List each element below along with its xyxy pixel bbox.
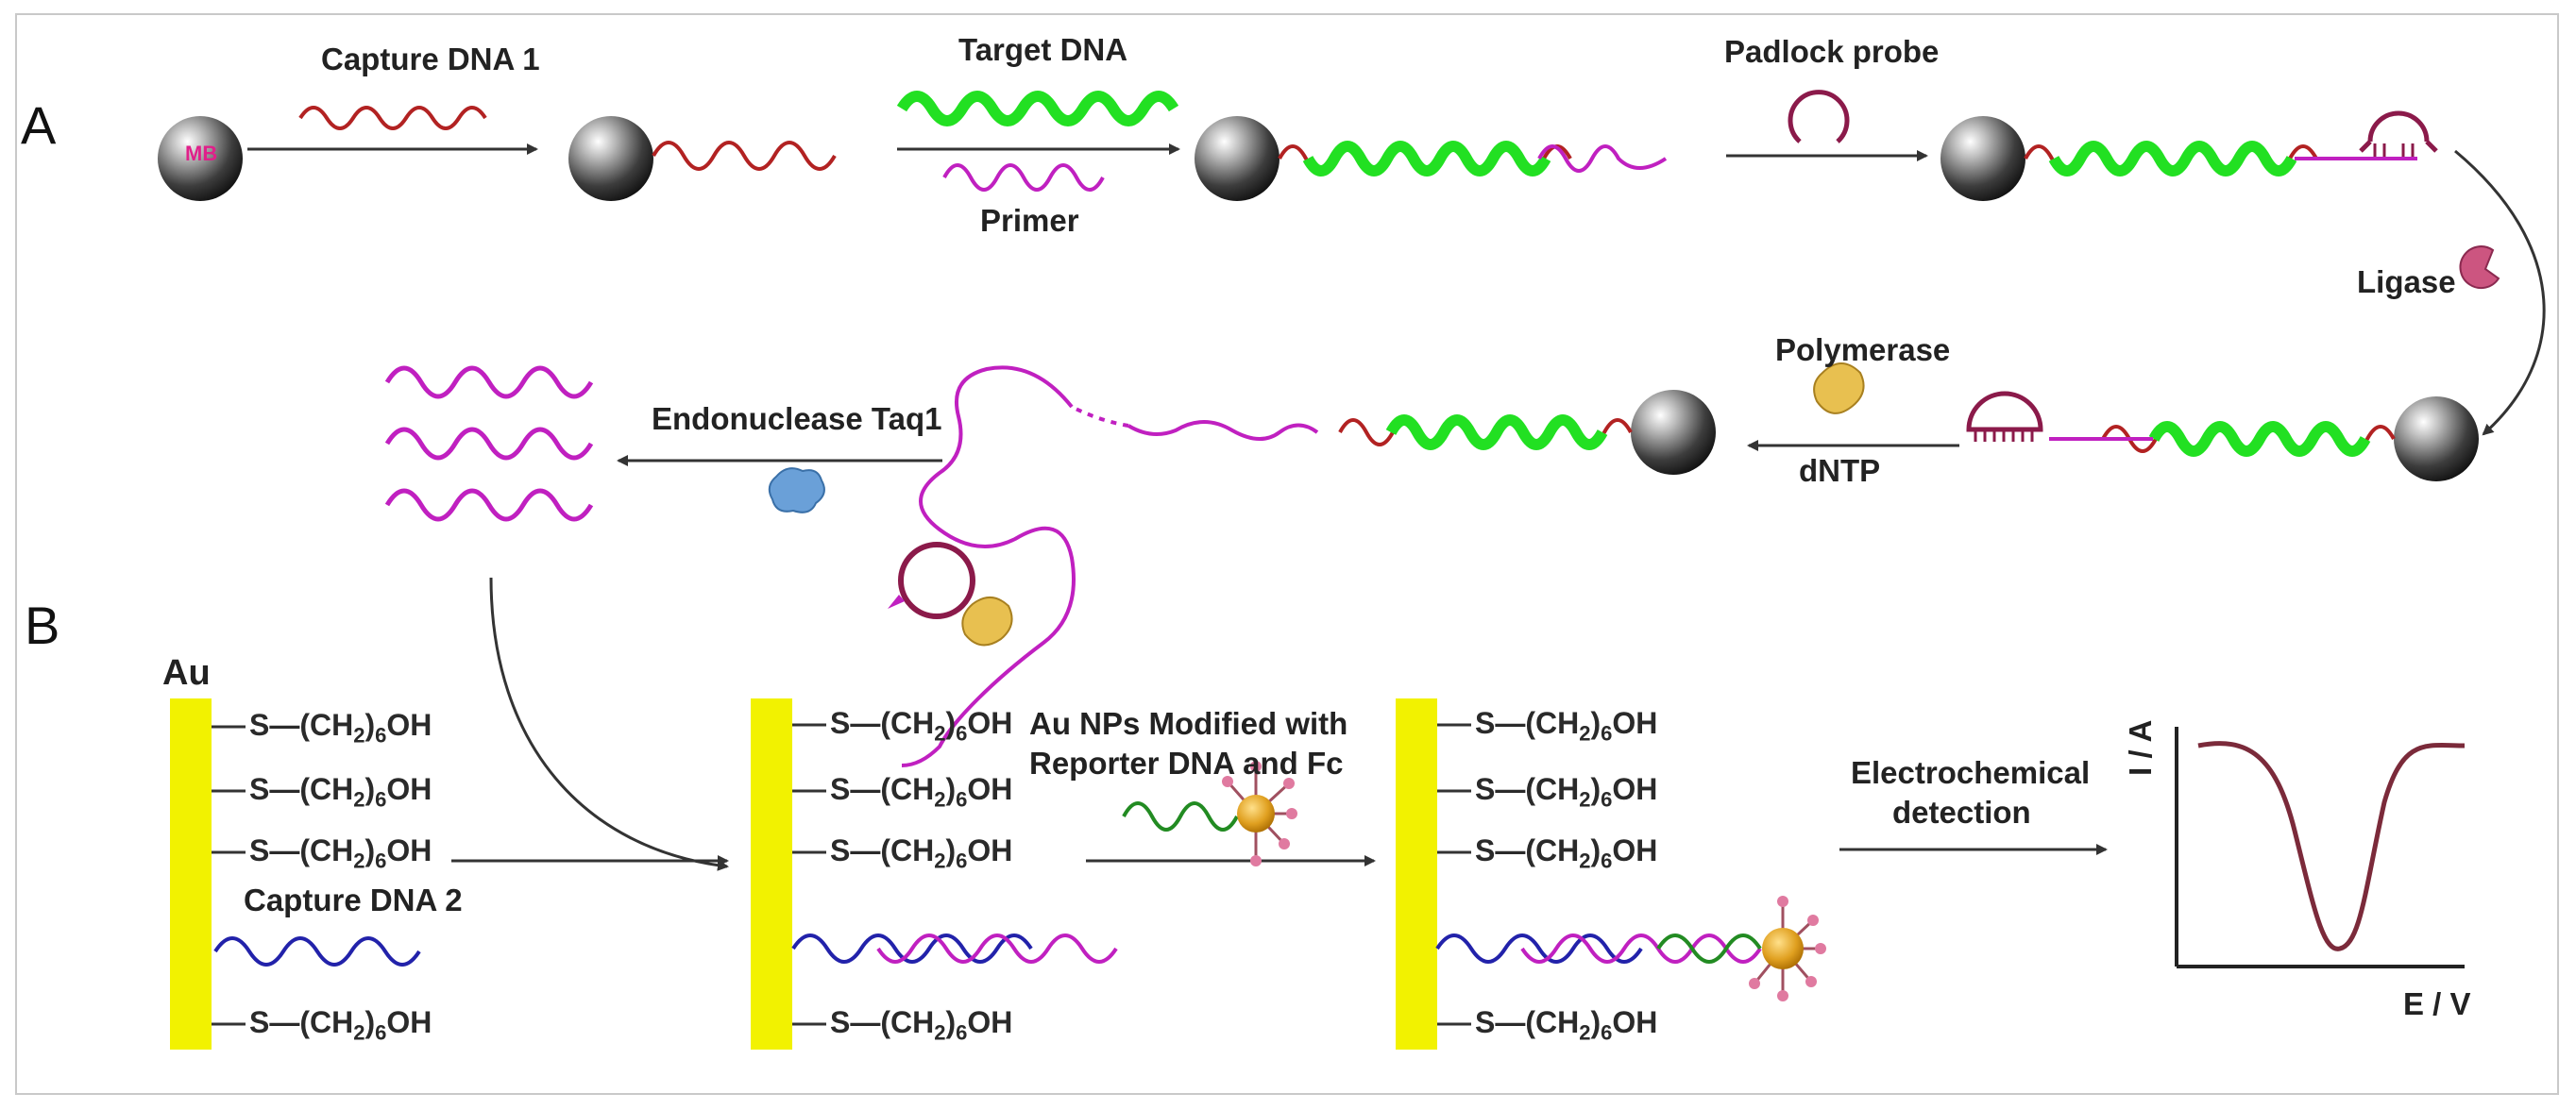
primer-label: Primer [980,203,1079,238]
hybrid-2-blue [791,933,1033,964]
thiol-lines-2 [792,723,826,1026]
taq1-enzyme-icon [768,467,825,513]
thiol-label: S—(CH2)6OH [249,708,432,748]
duplex-5-green [2148,421,2371,457]
magnetic-bead-3 [1195,116,1280,201]
sandwich-blue [1435,933,1643,964]
capture-dna-2-label: Capture DNA 2 [244,883,463,917]
voltammogram-plot [2175,727,2466,968]
electrochemical-label-line2: detection [1892,795,2031,830]
figure-frame [15,13,2559,1095]
fragment-2 [384,427,594,461]
duplex-3-green [1302,141,1551,177]
rca-product-tail [1127,420,1319,441]
primer-strand [942,163,1105,192]
thiol-label: S—(CH2)6OH [249,1005,432,1045]
duplex-4-green [2048,141,2297,177]
capture-strand-on-bead-2 [652,141,837,171]
ligase-label: Ligase [2357,264,2456,299]
rca-dotted-link [1071,405,1129,428]
hybrid-2-magenta [876,933,1118,964]
mb-label: MB [185,142,218,165]
au-nps-label-line1: Au NPs Modified with [1029,706,1348,741]
padlock-circle-5 [1966,391,2043,432]
thiol-lines-3 [1437,723,1471,1026]
dntp-label: dNTP [1799,453,1881,488]
fragment-3 [384,488,594,522]
au-label: Au [162,653,211,693]
sandwich-green [1656,933,1762,964]
x-axis-label: E / V [2403,986,2471,1021]
magnetic-bead-2 [568,116,653,201]
thiol-label: S—(CH2)6OH [1475,833,1658,873]
magnetic-bead-5 [2394,396,2479,481]
thiol-label: S—(CH2)6OH [249,772,432,812]
target-dna-label: Target DNA [958,32,1128,67]
magnetic-bead-1 [158,116,243,201]
rca-tangled-strand [901,365,1076,767]
reporter-dna-strand [1122,801,1239,832]
electrochemical-label-line1: Electrochemical [1851,755,2091,790]
thiol-label: S—(CH2)6OH [830,772,1013,812]
rca-arrowhead [888,595,905,609]
panel-label-b: B [25,596,60,655]
au-nanoparticle-icon-1 [1222,761,1297,866]
capture-dna-1-strand [298,106,487,130]
polymerase-label: Polymerase [1775,332,1951,367]
au-nps-label-line2: Reporter DNA and Fc [1029,746,1344,781]
padlock-on-bead-4 [2359,110,2438,153]
capture-dna-2-strand [213,936,421,967]
gold-electrode-1 [170,698,212,1050]
rca-circular-template [898,542,975,619]
rca-polymerase-icon [961,597,1013,647]
sandwich-magenta [1520,933,1762,964]
capture-dna-1-label: Capture DNA 1 [321,42,540,76]
hybridized-bases [2373,143,2415,157]
thiol-label: S—(CH2)6OH [830,706,1013,746]
arrow-ligase-curve [2454,149,2546,436]
fragment-1 [384,365,594,399]
duplex-6-green [1385,414,1608,450]
ligated-bases [1974,429,2034,442]
panel-label-a: A [21,95,57,155]
thiol-label: S—(CH2)6OH [830,1005,1013,1045]
magnetic-bead-4 [1940,116,2025,201]
gold-electrode-2 [751,698,792,1050]
arrow-to-electrode [489,577,729,871]
ligase-icon [2459,245,2500,290]
thiol-label: S—(CH2)6OH [1475,1005,1658,1045]
duplex-3-primer-tail [1537,144,1668,173]
magnetic-bead-6 [1631,390,1716,475]
thiol-label: S—(CH2)6OH [830,833,1013,873]
thiol-label: S—(CH2)6OH [249,833,432,873]
polymerase-icon [1813,362,1865,414]
padlock-probe-icon [1788,90,1850,143]
au-nanoparticle-icon-2 [1749,896,1826,1001]
target-dna-strand [896,91,1179,126]
thiol-lines-1 [212,725,246,1026]
thiol-label: S—(CH2)6OH [1475,772,1658,812]
thiol-label: S—(CH2)6OH [1475,706,1658,746]
gold-electrode-3 [1396,698,1437,1050]
endonuclease-label: Endonuclease Taq1 [652,401,942,436]
padlock-probe-label: Padlock probe [1724,34,1940,69]
y-axis-label: I / A [2123,719,2158,776]
